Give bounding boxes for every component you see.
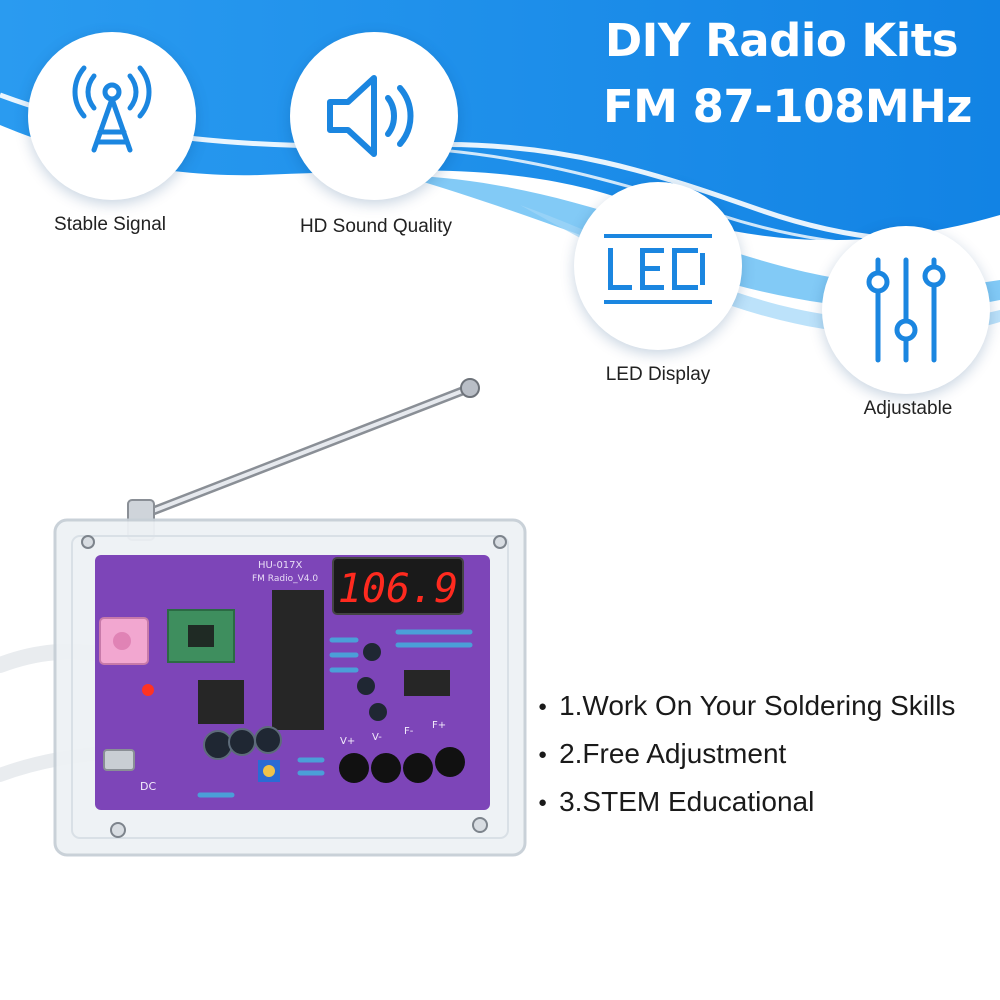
feature-label-adjustable: Adjustable: [863, 398, 953, 419]
control-buttons: V+ V- F- F+: [339, 720, 465, 783]
feature-bullet-list: 1.Work On Your Soldering Skills 2.Free A…: [538, 686, 955, 830]
led-frequency-reading: 106.9: [338, 566, 458, 612]
title-line-1: DIY Radio Kits: [604, 14, 959, 67]
feature-label-stable-signal: Stable Signal: [54, 214, 166, 235]
feature-circle-stable-signal: [28, 32, 196, 200]
title-line-2: FM 87-108MHz: [602, 80, 973, 133]
board-name: FM Radio_V4.0: [252, 574, 318, 584]
feature-circle-adjustable: [822, 226, 990, 394]
speaker-icon: [327, 75, 414, 157]
feature-label-led-display: LED Display: [605, 364, 711, 385]
radio-kit-product-image: HU-017X FM Radio_V4.0 106.9 V+ V- F-: [0, 378, 527, 857]
bullet-item: 2.Free Adjustment: [538, 734, 955, 782]
feature-label-hd-sound: HD Sound Quality: [299, 216, 453, 237]
feature-circle-hd-sound: [290, 32, 458, 200]
led-frequency-display: [332, 557, 464, 615]
feature-circle-led-display: [574, 182, 742, 350]
bullet-item: 1.Work On Your Soldering Skills: [538, 686, 955, 734]
button-label-vol-up: V+: [340, 736, 355, 747]
button-label-freq-down: F-: [404, 726, 414, 737]
antenna-icon: [72, 65, 152, 153]
led-display-icon: [604, 234, 712, 304]
button-label-freq-up: F+: [432, 720, 446, 731]
bullet-item: 3.STEM Educational: [538, 782, 955, 830]
adjustable-sliders-icon: [866, 257, 946, 363]
telescopic-antenna: [127, 378, 480, 541]
button-label-vol-down: V-: [372, 732, 382, 743]
board-model: HU-017X: [258, 560, 303, 571]
dc-label: DC: [140, 780, 156, 793]
